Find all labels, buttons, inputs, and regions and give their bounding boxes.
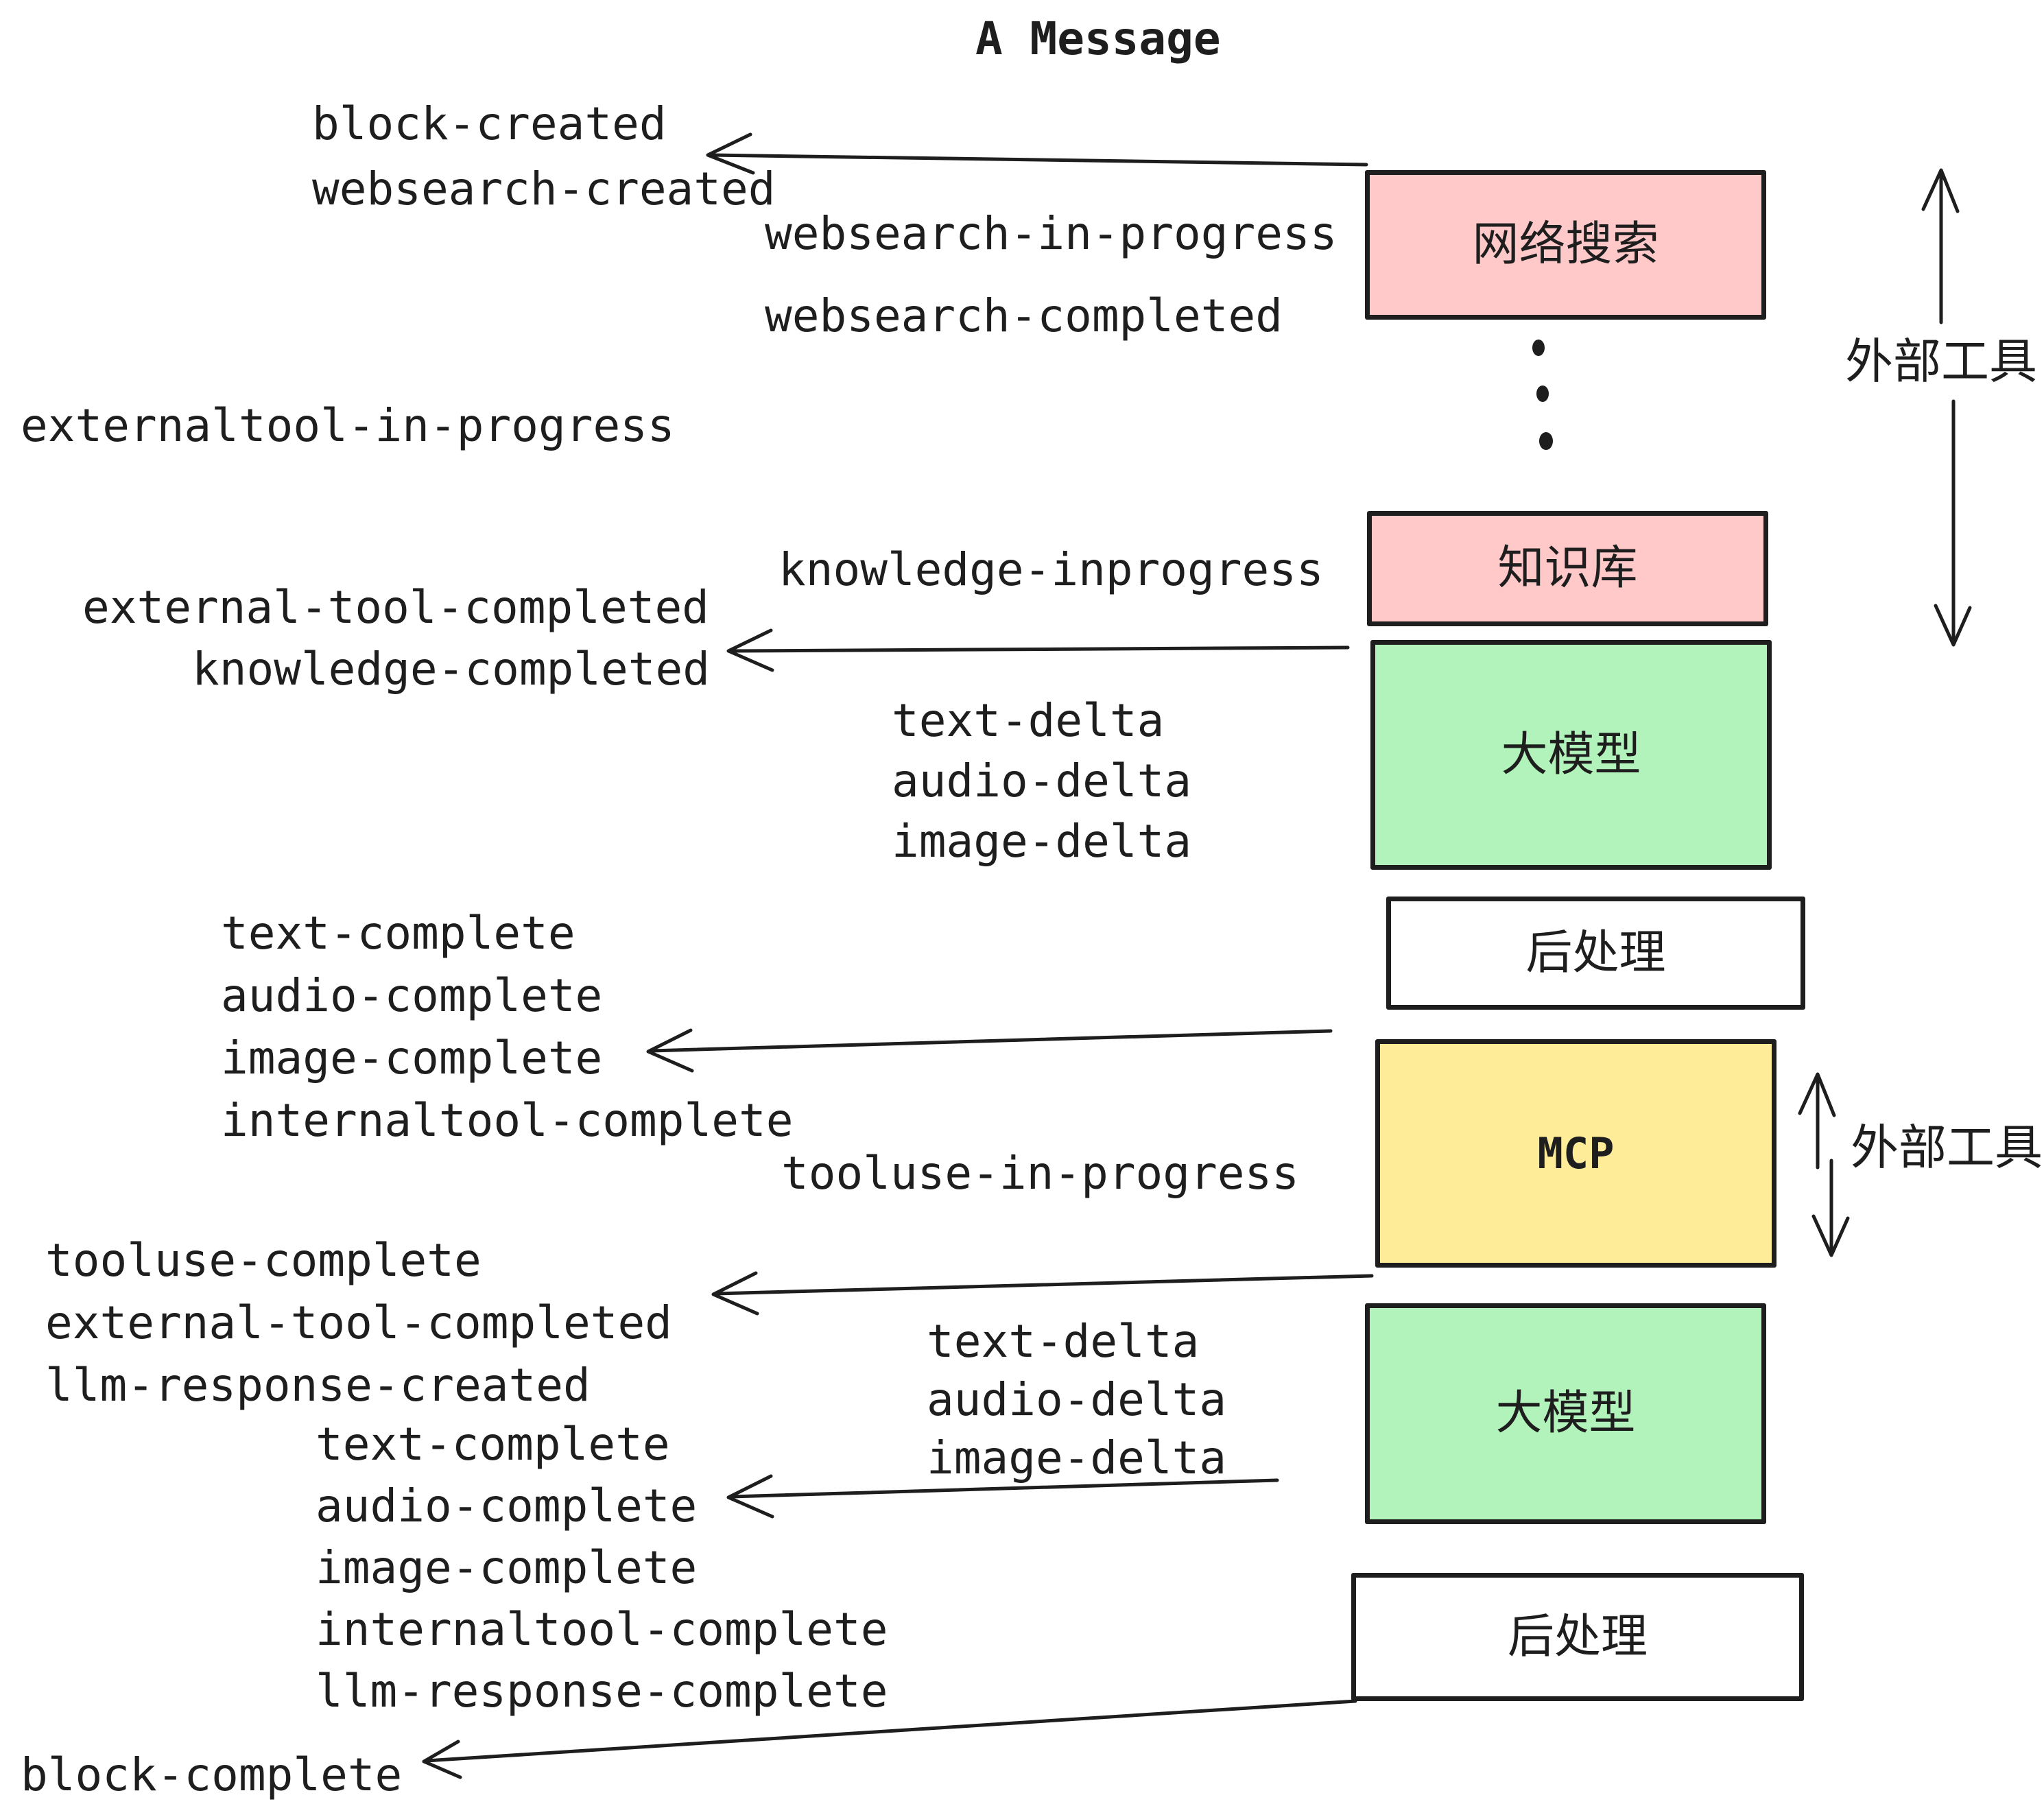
arrow-external-tool-completed: [711, 1271, 1374, 1316]
box-mcp: MCP: [1375, 1039, 1776, 1268]
event-knowledge-completed: knowledge-completed: [192, 643, 710, 696]
box-llm-1-label: 大模型: [1501, 727, 1641, 782]
side-label-external-tools-1: 外部工具: [1845, 333, 2037, 390]
event-internaltool-complete-2: internaltool-complete: [316, 1603, 888, 1656]
box-postprocess-1: 后处理: [1386, 897, 1805, 1010]
box-postprocess-2: 后处理: [1351, 1573, 1804, 1701]
box-llm-2-label: 大模型: [1495, 1386, 1636, 1440]
event-audio-complete-1: audio-complete: [221, 969, 603, 1022]
ellipsis-dots-icon: [1532, 340, 1553, 450]
event-text-delta-2: text-delta: [927, 1315, 1200, 1368]
event-audio-complete-2: audio-complete: [316, 1480, 698, 1532]
event-image-delta-1: image-delta: [892, 815, 1192, 868]
event-text-delta-1: text-delta: [892, 694, 1165, 747]
event-internaltool-complete-1: internaltool-complete: [221, 1094, 794, 1147]
page-title: A Message: [975, 12, 1221, 65]
event-externaltool-in-progress: externaltool-in-progress: [21, 399, 675, 452]
box-websearch-label: 网络搜索: [1472, 217, 1659, 272]
side-label-external-tools-2: 外部工具: [1851, 1119, 2043, 1176]
event-websearch-created: websearch-created: [312, 163, 776, 215]
event-block-created: block-created: [312, 97, 667, 150]
box-knowledge: 知识库: [1367, 511, 1768, 626]
arrow-external-tool-up-1: [1921, 168, 1960, 324]
arrow-external-tool-down-2: [1811, 1159, 1850, 1257]
event-knowledge-inprogress: knowledge-inprogress: [779, 543, 1324, 596]
event-websearch-in-progress: websearch-in-progress: [765, 207, 1338, 260]
event-image-complete-1: image-complete: [221, 1032, 603, 1084]
event-audio-delta-2: audio-delta: [927, 1373, 1227, 1426]
box-postprocess-1-label: 后处理: [1525, 925, 1666, 980]
box-llm-2: 大模型: [1365, 1303, 1766, 1524]
event-image-complete-2: image-complete: [316, 1541, 698, 1594]
event-llm-response-created: llm-response-created: [45, 1359, 591, 1412]
box-postprocess-2-label: 后处理: [1507, 1609, 1648, 1664]
arrow-external-tool-down-1: [1934, 399, 1972, 647]
arrow-websearch-created: [706, 132, 1368, 175]
event-image-delta-2: image-delta: [927, 1432, 1227, 1484]
event-audio-delta-1: audio-delta: [892, 755, 1192, 807]
box-knowledge-label: 知识库: [1497, 541, 1638, 595]
box-websearch: 网络搜索: [1365, 170, 1766, 320]
box-llm-1: 大模型: [1370, 640, 1772, 870]
event-external-tool-completed-1: external-tool-completed: [82, 581, 709, 634]
arrow-knowledge-completed: [726, 628, 1350, 672]
arrow-external-tool-up-2: [1798, 1072, 1836, 1170]
event-external-tool-completed-2: external-tool-completed: [45, 1296, 672, 1349]
event-tooluse-in-progress: tooluse-in-progress: [781, 1147, 1299, 1200]
event-websearch-completed: websearch-completed: [765, 289, 1283, 342]
event-block-complete: block-complete: [21, 1748, 403, 1801]
event-text-complete-1: text-complete: [221, 907, 575, 960]
event-llm-response-complete: llm-response-complete: [316, 1665, 888, 1718]
event-tooluse-complete: tooluse-complete: [45, 1234, 482, 1287]
arrow-image-complete: [646, 1028, 1333, 1073]
box-mcp-label: MCP: [1537, 1128, 1615, 1178]
event-text-complete-2: text-complete: [316, 1418, 670, 1471]
